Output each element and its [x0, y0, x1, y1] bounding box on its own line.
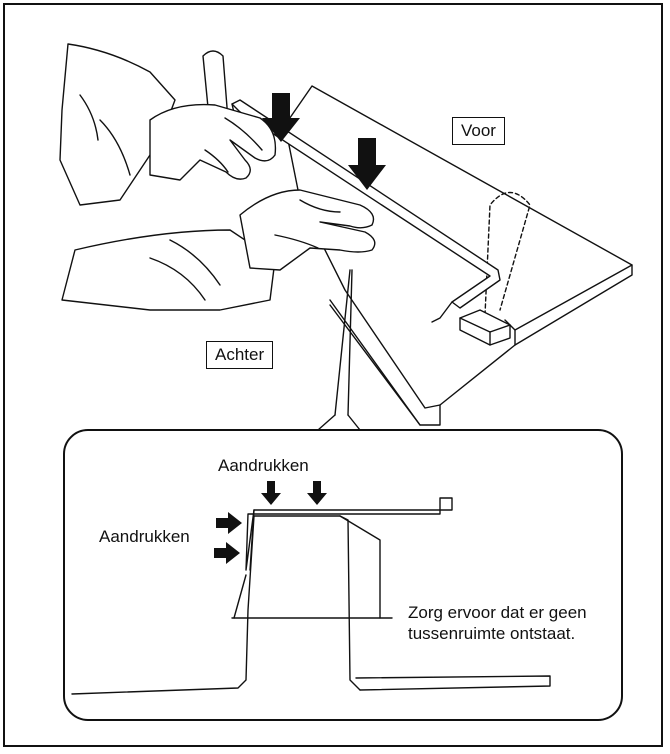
down-arrow-icon [261, 481, 281, 505]
down-arrow-icon [262, 93, 300, 142]
down-arrow-icon [307, 481, 327, 505]
down-arrow-icon [348, 138, 386, 190]
press-top-label: Aandrukken [218, 456, 309, 475]
gap-note: Zorg ervoor dat er geen tussenruimte ont… [408, 603, 587, 643]
right-arrow-icon [214, 542, 240, 564]
hidden-post [484, 191, 531, 316]
back-label: Achter [206, 341, 274, 369]
detail-callout [63, 429, 623, 721]
cross-section [71, 497, 551, 695]
press-side-label: Aandrukken [99, 527, 190, 546]
hands [59, 43, 376, 311]
callout-lines [334, 269, 353, 416]
front-label: Voor [452, 117, 505, 145]
right-arrow-icon [216, 512, 242, 534]
